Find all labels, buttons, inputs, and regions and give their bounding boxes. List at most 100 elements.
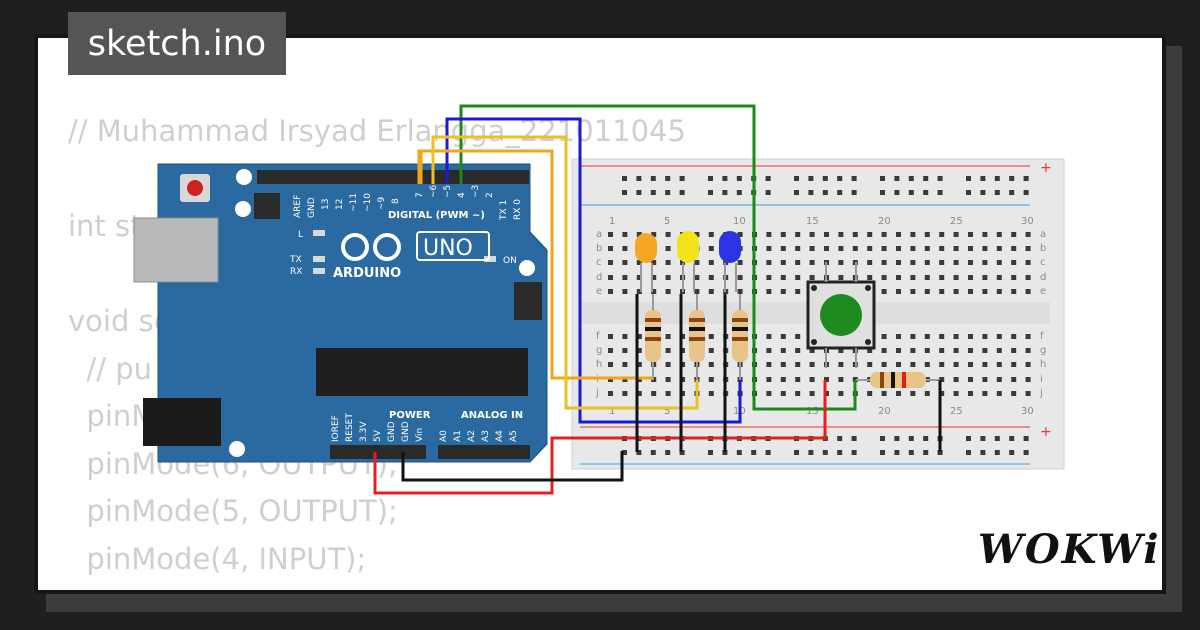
- breadboard-hole: [896, 275, 901, 280]
- breadboard-hole: [780, 275, 786, 280]
- breadboard-hole: [608, 260, 613, 265]
- breadboard-hole: [636, 176, 642, 181]
- breadboard-hole: [1009, 450, 1015, 455]
- pin-label: 3.3V: [359, 421, 369, 442]
- breadboard-hole: [651, 232, 657, 237]
- breadboard-hole: [908, 436, 914, 441]
- pin-label: ~5: [443, 185, 453, 198]
- led-orange[interactable]: [635, 233, 657, 292]
- breadboard-hole: [665, 275, 671, 280]
- breadboard-hole: [608, 391, 613, 396]
- resistor-3[interactable]: [732, 294, 748, 380]
- breadboard-hole: [924, 232, 930, 237]
- breadboard-hole: [867, 260, 873, 265]
- breadboard-hole: [1023, 450, 1029, 455]
- pushbutton-cap[interactable]: [820, 294, 862, 336]
- breadboard-hole: [968, 232, 973, 237]
- pin-label: GND: [387, 421, 397, 442]
- led-tx: [313, 256, 325, 262]
- reset-button-cap[interactable]: [187, 180, 203, 196]
- breadboard-hole: [966, 450, 971, 455]
- breadboard-hole: [795, 246, 801, 251]
- digital-header-label: DIGITAL (PWM ~): [388, 210, 485, 221]
- breadboard-hole: [822, 450, 828, 455]
- row-letter: c: [1040, 257, 1046, 268]
- pin-label: AREF: [293, 195, 303, 218]
- breadboard-hole: [881, 275, 887, 280]
- breadboard-hole: [795, 348, 801, 353]
- breadboard-hole: [708, 334, 714, 339]
- breadboard-hole: [881, 362, 887, 367]
- breadboard-hole: [1025, 362, 1031, 367]
- breadboard-hole: [780, 246, 786, 251]
- breadboard-hole: [809, 377, 815, 382]
- breadboard-hole: [881, 348, 887, 353]
- breadboard-hole: [665, 377, 671, 382]
- breadboard-hole: [780, 362, 786, 367]
- breadboard-hole: [994, 436, 1000, 441]
- breadboard-hole: [622, 190, 627, 195]
- breadboard-hole: [766, 377, 772, 382]
- breadboard-hole: [608, 334, 613, 339]
- breadboard-hole: [651, 289, 657, 294]
- breadboard-hole: [838, 260, 844, 265]
- breadboard-hole: [665, 190, 671, 195]
- breadboard-hole: [680, 260, 685, 265]
- col-number: 30: [1021, 216, 1034, 227]
- wire-black[interactable]: [401, 451, 624, 482]
- breadboard-hole: [939, 246, 945, 251]
- wire-orange-outer[interactable]: [417, 149, 653, 380]
- col-number: 25: [950, 216, 963, 227]
- col-number: 30: [1021, 406, 1034, 417]
- wokwi-logo: WOKWi: [978, 526, 1161, 573]
- breadboard-hole: [1011, 391, 1017, 396]
- led-yellow[interactable]: [677, 231, 699, 292]
- breadboard-hole: [780, 289, 786, 294]
- breadboard-hole: [980, 176, 986, 181]
- breadboard-hole: [751, 450, 757, 455]
- file-tab-label: sketch.ino: [87, 23, 267, 64]
- breadboard-hole: [953, 391, 959, 396]
- breadboard-hole: [766, 362, 772, 367]
- breadboard-hole: [924, 289, 930, 294]
- resistor-1[interactable]: [645, 294, 661, 380]
- breadboard-hole: [622, 348, 628, 353]
- led-label-l: L: [298, 230, 303, 240]
- led-blue[interactable]: [719, 231, 741, 292]
- breadboard-hole: [939, 377, 945, 382]
- wire-red[interactable]: [373, 380, 827, 495]
- wire-blue[interactable]: [445, 117, 742, 424]
- wires: [373, 104, 942, 495]
- breadboard-hole: [665, 289, 671, 294]
- breadboard-hole: [636, 190, 642, 195]
- breadboard-hole: [795, 275, 801, 280]
- rail-plus-label: +: [1040, 160, 1052, 176]
- col-number: 20: [878, 406, 891, 417]
- breadboard-hole: [896, 334, 901, 339]
- pin-label: GND: [401, 421, 411, 442]
- breadboard-hole: [780, 334, 786, 339]
- breadboard-hole: [1011, 377, 1017, 382]
- pushbutton[interactable]: [806, 262, 876, 368]
- col-number: 10: [733, 216, 746, 227]
- file-tab[interactable]: sketch.ino: [68, 12, 286, 75]
- breadboard-hole: [651, 391, 657, 396]
- pin-label: A1: [453, 430, 463, 442]
- breadboard-hole: [1011, 348, 1017, 353]
- breadboard-hole: [780, 391, 786, 396]
- row-letter: f: [1040, 331, 1044, 342]
- breadboard-hole: [852, 377, 858, 382]
- resistor-2[interactable]: [689, 294, 705, 380]
- breadboard-hole: [939, 391, 945, 396]
- breadboard-hole: [622, 275, 628, 280]
- breadboard-hole: [996, 334, 1002, 339]
- wire-yellow[interactable]: [431, 135, 699, 410]
- resistor-4[interactable]: [856, 372, 940, 388]
- breadboard-hole: [722, 176, 728, 181]
- breadboard-hole: [722, 450, 728, 455]
- breadboard-hole: [937, 190, 943, 195]
- row-letter: j: [595, 388, 599, 399]
- breadboard-hole: [795, 391, 801, 396]
- arduino-uno-board[interactable]: AREF GND 13 12 ~11 ~10 ~9 8 7 ~6 ~5 4 ~3…: [133, 163, 548, 463]
- breadboard-hole: [1025, 377, 1031, 382]
